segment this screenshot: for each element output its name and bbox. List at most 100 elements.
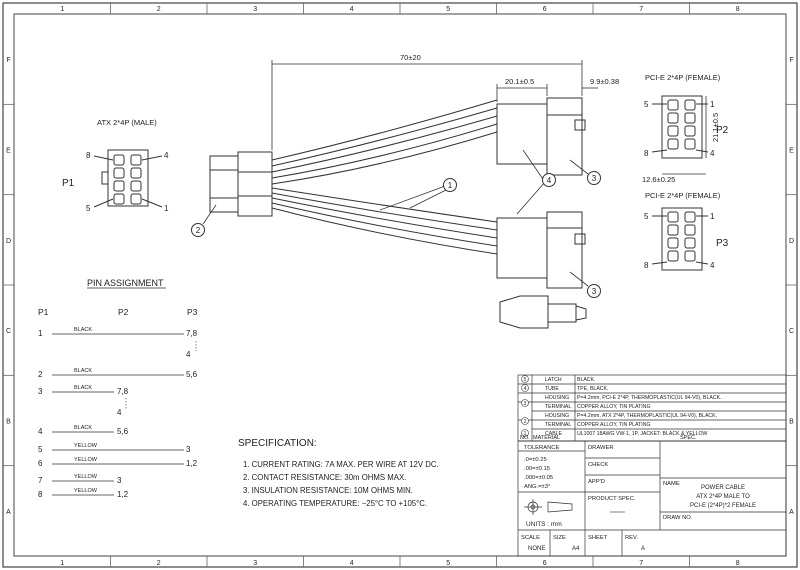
pin-wire-color: BLACK: [74, 425, 92, 431]
frame-row-label-right: A: [789, 509, 794, 516]
frame-row-label-left: E: [6, 148, 11, 155]
bom-header-spec: SPEC.: [680, 435, 697, 441]
frame-row-label-left: A: [6, 509, 11, 516]
balloon-3-lower: 3: [569, 271, 601, 298]
bom-header-no: NO.: [520, 435, 530, 441]
pin-p3: 4: [186, 350, 191, 359]
size-label: SIZE: [553, 535, 566, 541]
pin-p1: 4: [38, 427, 43, 436]
balloon-4: 4: [516, 149, 556, 215]
frame-row-label-left: D: [6, 238, 11, 245]
dim-d1: 20.1±0.5: [505, 77, 534, 86]
bom-material: CABLE: [545, 431, 563, 437]
frame-col-label-bottom: 2: [157, 560, 161, 567]
dimension-lines: [271, 60, 707, 175]
frame-row-label-right: E: [789, 148, 794, 155]
bom-no: 3: [524, 401, 527, 407]
balloon-2: 2: [191, 204, 217, 237]
p3-pin-label-5: 5: [644, 212, 649, 221]
pin-p3: 7,8: [186, 329, 198, 338]
svg-text:4: 4: [547, 176, 552, 185]
frame-col-label-top: 8: [736, 6, 740, 13]
frame-col-label-top: 4: [350, 6, 354, 13]
frame-col-label-bottom: 4: [350, 560, 354, 567]
bom-material: LATCH: [545, 377, 562, 383]
bom-material: TERMINAL: [545, 422, 571, 428]
spec-item-3: 3. INSULATION RESISTANCE: 10M OHMS MIN.: [243, 486, 413, 495]
frame-col-label-top: 3: [253, 6, 257, 13]
frame-col-label-bottom: 3: [253, 560, 257, 567]
pin-p2: 7,8: [117, 387, 129, 396]
bom-spec: P=4.2mm, ATX 2*4P, THERMOPLASTIC(UL 94-V…: [577, 413, 717, 419]
draw-no-label: DRAW NO.: [663, 515, 693, 521]
frame-col-label-bottom: 8: [736, 560, 740, 567]
p2-pin-label-5: 5: [644, 100, 649, 109]
frame-row-label-left: B: [6, 419, 11, 426]
balloon-3-upper: 3: [569, 159, 601, 185]
atx-title: ATX 2*4P (MALE): [97, 118, 157, 127]
frame-col-label-bottom: 7: [639, 560, 643, 567]
frame-row-label-right: C: [789, 328, 794, 335]
frame-row-label-right: F: [789, 57, 793, 64]
drawer-label: DRAWER: [588, 445, 614, 451]
scale-label: SCALE: [521, 535, 540, 541]
bom-spec: COPPER ALLOY, TIN PLATING: [577, 404, 651, 410]
tolerance-label: TOLERANCE: [524, 445, 559, 451]
atx-pin-label-1: 1: [164, 204, 169, 213]
appd-label: APP'D: [588, 479, 605, 485]
bom-spec: TPE, BLACK.: [577, 386, 608, 392]
name-line-1: POWER CABLE: [701, 485, 745, 491]
name-line-3: PCI-E (2*4P)*2 FEMALE: [690, 503, 756, 509]
spec-item-2: 2. CONTACT RESISTANCE: 30m OHMS MAX.: [243, 473, 406, 482]
pin-p1: 7: [38, 476, 43, 485]
cable-assembly: [209, 97, 587, 329]
pin-p2: 5,6: [117, 427, 129, 436]
pin-wire-color: BLACK: [74, 368, 92, 374]
p2-pin-label-4: 4: [710, 149, 715, 158]
dim-d3: 21.1±0.5: [711, 113, 720, 142]
pin-header-p1: P1: [38, 307, 49, 317]
pin-p1: 1: [38, 329, 43, 338]
p3-pin-label-1: 1: [710, 212, 715, 221]
pin-header-p2: P2: [118, 307, 129, 317]
bom-row: 4 TUBE TPE, BLACK.: [521, 384, 608, 392]
size-value: A4: [572, 546, 580, 552]
bom-no: 2: [524, 419, 527, 425]
frame-row-label-left: F: [6, 57, 10, 64]
frame-row-label-right: D: [789, 238, 794, 245]
pcie-p3-title: PCI-E 2*4P (FEMALE): [645, 191, 721, 200]
pcie-p2-tag: P2: [716, 125, 729, 136]
pin-p2: 1,2: [117, 490, 129, 499]
pin-p3: 1,2: [186, 459, 198, 468]
projection-symbol-icon: [524, 499, 573, 515]
p3-pin-label-4: 4: [710, 261, 715, 270]
frame-col-label-top: 7: [639, 6, 643, 13]
frame-row-label-left: C: [6, 328, 11, 335]
bom-header-material: MATERIAL: [533, 435, 560, 441]
rev-label: REV.: [625, 535, 638, 541]
svg-text:2: 2: [196, 226, 201, 235]
pcie-p2-title: PCI-E 2*4P (FEMALE): [645, 73, 721, 82]
spec-item-4: 4. OPERATING TEMPERATURE: −25°C TO +105°…: [243, 499, 427, 508]
pin-header-p3: P3: [187, 307, 198, 317]
bom-no: 4: [524, 386, 527, 392]
bom-material: TUBE: [545, 386, 559, 392]
spec-item-1: 1. CURRENT RATING: 7A MAX. PER WIRE AT 1…: [243, 460, 439, 469]
pin-p1: 3: [38, 387, 43, 396]
title-block: [517, 440, 787, 557]
bom-spec: COPPER ALLOY, TIN PLATING: [577, 422, 651, 428]
units-label: UNITS : mm: [526, 521, 562, 528]
product-spec-label: PRODUCT SPEC.: [588, 496, 636, 502]
pin-row: 4: [117, 408, 122, 417]
svg-text:3: 3: [592, 287, 597, 296]
pin-row: 4 BLACK 5,6: [38, 425, 129, 436]
